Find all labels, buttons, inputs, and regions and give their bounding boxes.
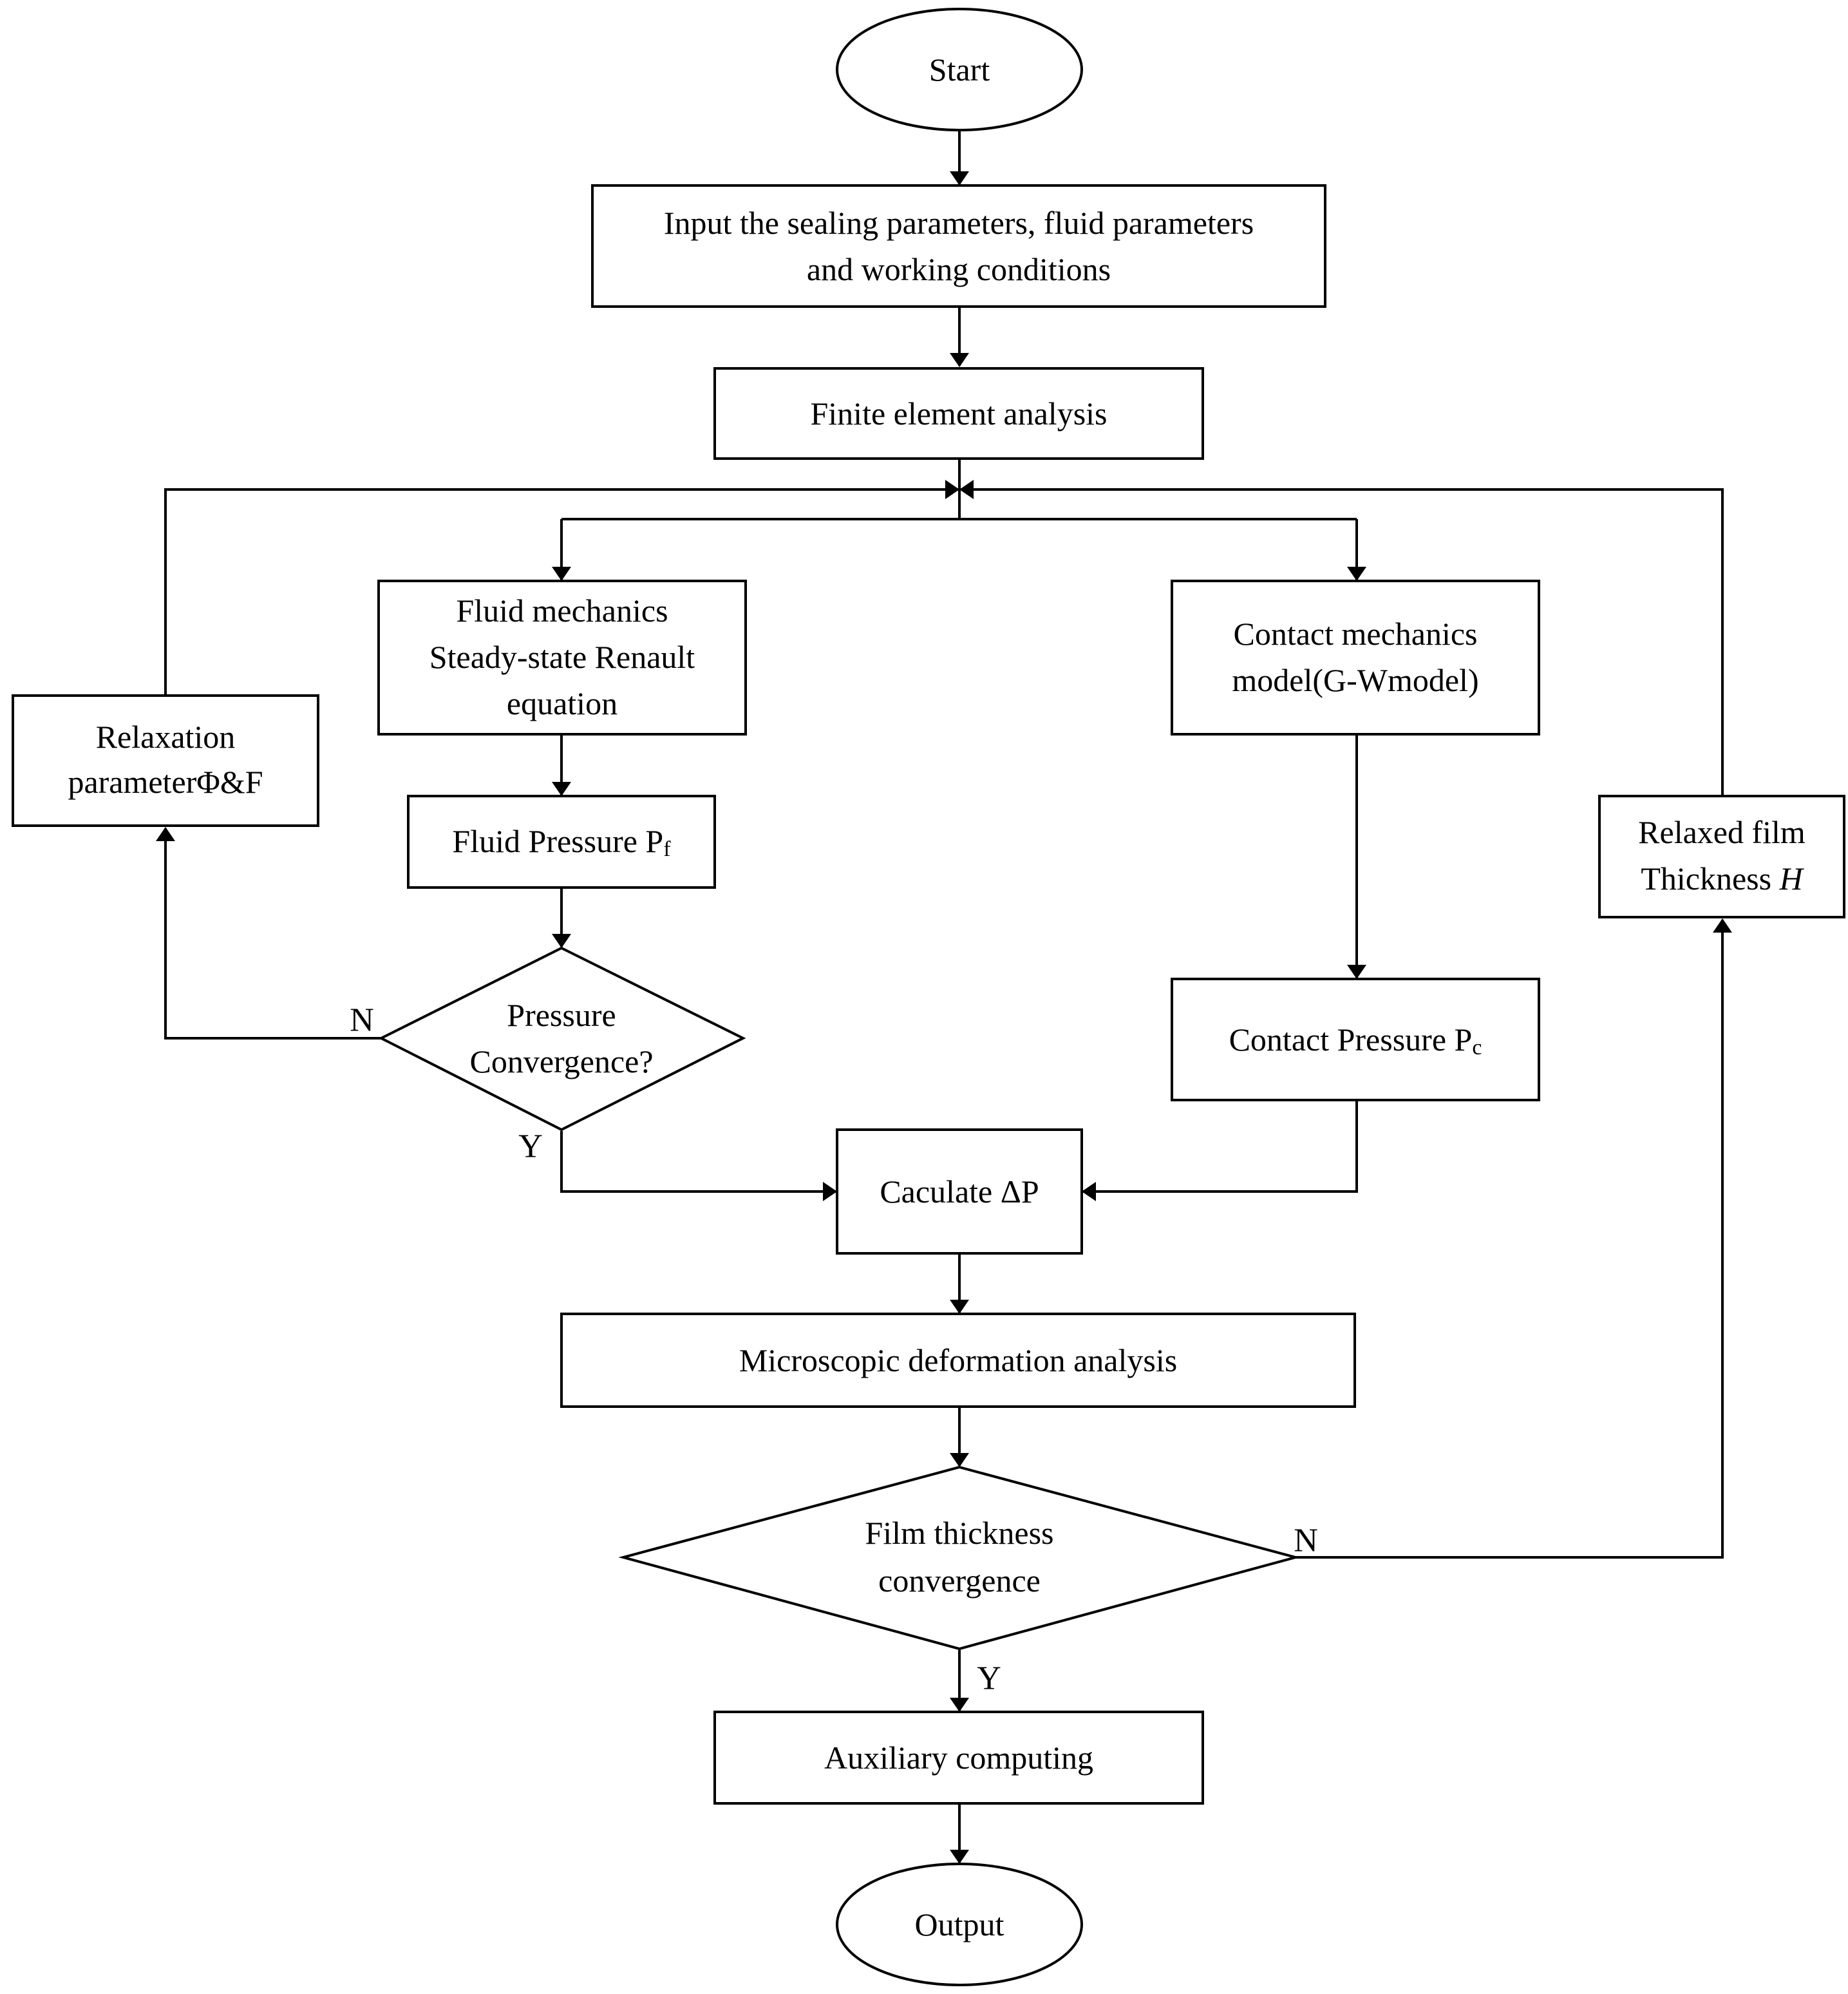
- relaxed-film-node: Relaxed film Thickness H: [1598, 795, 1845, 918]
- arrowhead: [1347, 965, 1366, 979]
- contact-pressure-label: Contact Pressure Pc: [1229, 1021, 1482, 1059]
- arrowhead: [552, 782, 571, 796]
- contact-mechanics-line1: Contact mechanics: [1233, 616, 1477, 652]
- edge-contactpressure-calc: [1083, 1100, 1358, 1193]
- arrowhead: [1713, 918, 1732, 933]
- arrowhead: [959, 480, 974, 499]
- fea-label: Finite element analysis: [810, 395, 1107, 432]
- film-convergence-line2: convergence: [878, 1562, 1041, 1599]
- fluid-pressure-node: Fluid Pressure Pf: [407, 795, 716, 889]
- contact-mechanics-node: Contact mechanics model(G-Wmodel): [1171, 580, 1540, 736]
- micro-deformation-label: Microscopic deformation analysis: [739, 1342, 1177, 1378]
- auxiliary-label: Auxiliary computing: [824, 1740, 1093, 1776]
- film-convergence-decision: Film thickness convergence: [618, 1465, 1301, 1651]
- arrowhead: [1082, 1182, 1096, 1201]
- input-label-line2: and working conditions: [807, 251, 1111, 287]
- fluid-mechanics-line1: Fluid mechanics: [456, 593, 668, 629]
- micro-deformation-node: Microscopic deformation analysis: [560, 1313, 1356, 1408]
- film-convergence-line1: Film thickness: [865, 1515, 1053, 1551]
- arrowhead: [950, 353, 969, 367]
- output-label: Output: [915, 1906, 1004, 1942]
- arrowhead: [950, 1453, 969, 1467]
- relaxed-film-line1: Relaxed film: [1638, 814, 1806, 850]
- arrowhead: [950, 1698, 969, 1712]
- edge-relax-loop: [164, 488, 958, 696]
- edge-film-no: [1296, 920, 1724, 1559]
- arrowhead: [156, 827, 175, 841]
- connectors: [156, 130, 1732, 1864]
- auxiliary-node: Auxiliary computing: [713, 1711, 1204, 1805]
- arrowhead: [1347, 567, 1366, 581]
- start-node: Start: [836, 8, 1083, 131]
- pressure-no-label: N: [350, 1002, 374, 1039]
- relaxation-line1: Relaxation: [96, 719, 236, 755]
- relaxation-line2: parameterΦ&F: [68, 764, 263, 800]
- edge-decision-yes: [560, 1131, 836, 1193]
- fea-node: Finite element analysis: [713, 367, 1204, 460]
- pressure-yes-label: Y: [518, 1128, 543, 1165]
- input-label-line1: Input the sealing parameters, fluid para…: [664, 205, 1254, 241]
- output-node: Output: [836, 1863, 1083, 1986]
- calculate-dp-node: Caculate ΔP: [836, 1128, 1083, 1255]
- input-node: Input the sealing parameters, fluid para…: [591, 184, 1326, 308]
- arrowhead: [823, 1182, 837, 1201]
- fluid-mechanics-line3: equation: [507, 685, 618, 721]
- arrowhead: [950, 1300, 969, 1314]
- edge-decision-no: [164, 828, 381, 1040]
- fluid-mechanics-line2: Steady-state Renault: [429, 639, 695, 675]
- arrowhead: [552, 934, 571, 948]
- relaxed-film-line2: Thickness H: [1641, 860, 1804, 897]
- fluid-pressure-label: Fluid Pressure Pf: [452, 823, 671, 861]
- fluid-mechanics-node: Fluid mechanics Steady-state Renault equ…: [377, 580, 747, 736]
- pressure-convergence-line1: Pressure: [507, 997, 616, 1033]
- start-label: Start: [929, 52, 990, 88]
- edge-film-loop: [961, 488, 1724, 795]
- arrowhead: [945, 480, 959, 499]
- arrowhead: [552, 567, 571, 581]
- film-no-label: N: [1294, 1523, 1318, 1559]
- arrowhead: [950, 1850, 969, 1864]
- calculate-dp-label: Caculate ΔP: [880, 1173, 1039, 1210]
- relaxation-node: Relaxation parameterΦ&F: [12, 694, 319, 827]
- pressure-convergence-line2: Convergence?: [469, 1043, 653, 1079]
- arrowhead: [950, 171, 969, 185]
- contact-pressure-node: Contact Pressure Pc: [1171, 978, 1540, 1101]
- contact-mechanics-line2: model(G-Wmodel): [1232, 662, 1478, 698]
- film-yes-label: Y: [977, 1660, 1001, 1697]
- pressure-convergence-decision: Pressure Convergence?: [378, 946, 746, 1132]
